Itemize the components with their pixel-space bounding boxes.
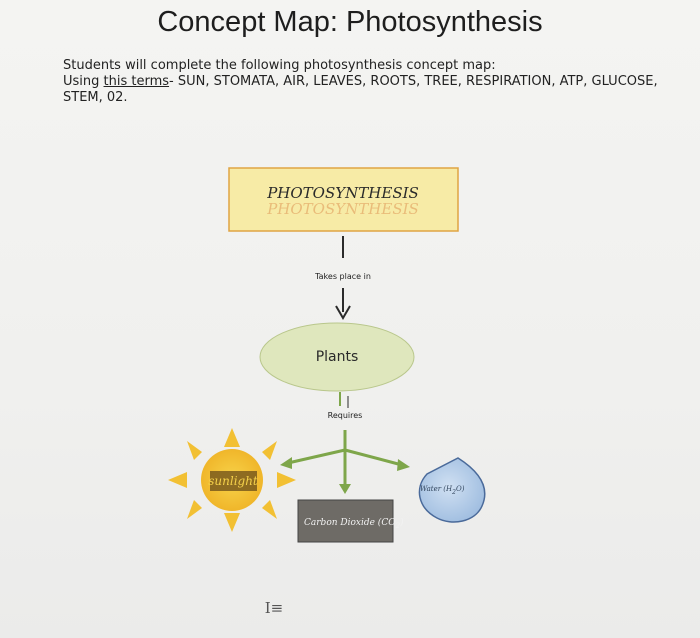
root-node-reflection: PHOTOSYNTHESIS [266,200,419,218]
root-node-photosynthesis[interactable]: PHOTOSYNTHESIS PHOTOSYNTHESIS [228,167,459,232]
node-plants-label: Plants [316,349,359,365]
sun-icon[interactable]: sunlight [168,428,296,532]
node-co2-label: Carbon Dioxide (CO2) [304,517,404,530]
terms-link[interactable]: this terms [103,74,170,89]
link-label-takes-place-in: Takes place in [314,272,371,281]
instructions-line-3: STEM, 02. [63,90,128,105]
arrow-left-icon [280,457,292,469]
page-title: Concept Map: Photosynthesis [157,6,543,38]
instructions-prefix: Using [63,74,104,89]
branch-arrows [287,430,403,486]
instructions: Students will complete the following pho… [63,58,663,106]
node-sunlight-label: sunlight [208,474,258,488]
text-cursor-icon: I≡ [265,599,284,617]
link-label-requires: Requires [328,411,363,420]
water-drop-icon[interactable]: Water (H2O) [418,457,486,523]
instructions-line-2: Using this terms- SUN, STOMATA, AIR, LEA… [63,74,663,90]
arrow-down-icon [335,305,351,320]
node-water-label: Water (H2O) [420,485,465,496]
node-carbon-dioxide[interactable]: Carbon Dioxide (CO2) [297,499,404,543]
arrow-right-icon [397,459,410,471]
instructions-line-1: Students will complete the following pho… [63,58,496,73]
terms-list: - SUN, STOMATA, AIR, LEAVES, ROOTS, TREE… [169,74,658,89]
arrow-down-green-icon [339,484,351,494]
root-node-label: PHOTOSYNTHESIS [266,184,419,202]
node-plants[interactable]: Plants [259,322,415,392]
